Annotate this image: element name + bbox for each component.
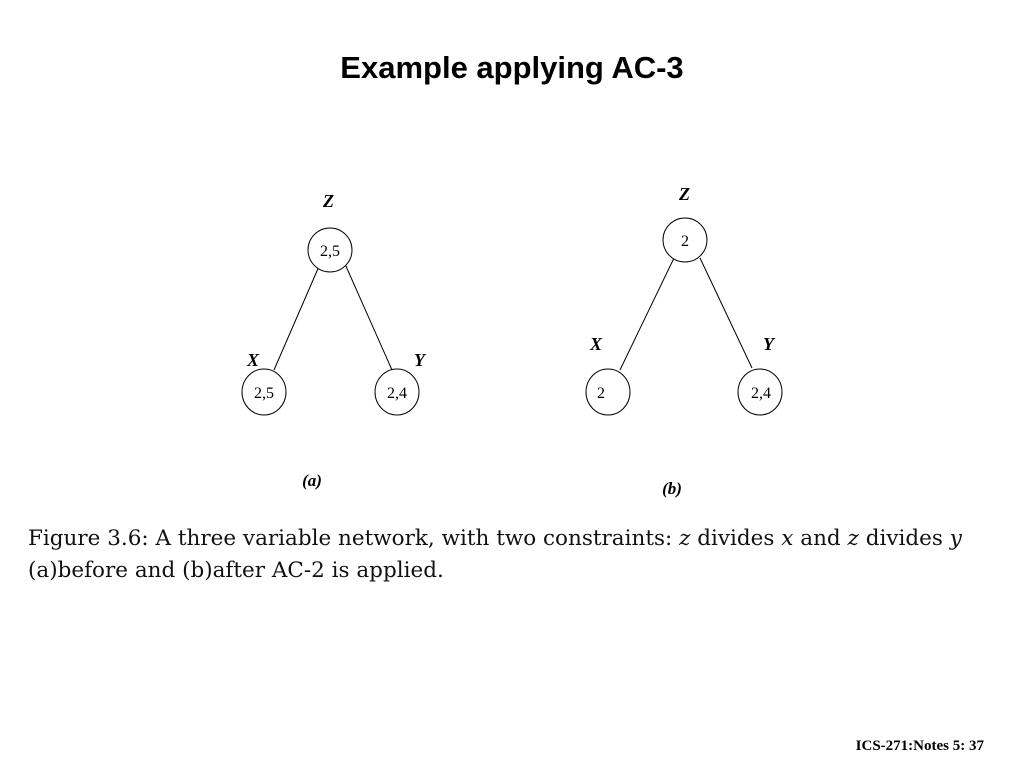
edge-z-y-a [344, 263, 393, 371]
var-label-x-b: X [589, 334, 603, 354]
node-z-b [662, 217, 708, 263]
figure-caption: Figure 3.6: A three variable network, wi… [28, 523, 1008, 587]
caption-text-4: divides [858, 526, 950, 551]
node-y-a-domain: 2,4 [387, 385, 407, 402]
node-x-a [241, 368, 287, 416]
caption-text-1: A three variable network, with two const… [148, 526, 680, 551]
caption-figure-number: Figure 3.6: [28, 526, 149, 551]
var-label-y-a: Y [414, 350, 427, 370]
caption-line-2: (a)before and (b)after AC-2 is applied. [28, 558, 444, 583]
caption-text-3: and [793, 526, 848, 551]
edge-z-y-b [699, 257, 753, 369]
panel-label-a: (a) [302, 471, 322, 490]
var-label-z-a: Z [322, 191, 334, 211]
caption-text-2: divides [690, 526, 782, 551]
var-label-y-b: Y [763, 334, 776, 354]
caption-var-z-2: z [847, 526, 859, 551]
caption-var-x: x [781, 526, 794, 551]
caption-var-y: y [949, 526, 962, 551]
node-y-b-domain: 2,4 [751, 385, 771, 402]
caption-var-z-1: z [679, 526, 691, 551]
slide-title: Example applying AC-3 [340, 50, 684, 85]
node-z-a [307, 227, 353, 273]
node-y-a [374, 368, 420, 416]
panel-label-b: (b) [662, 479, 682, 498]
node-x-a-domain: 2,5 [254, 385, 274, 402]
node-z-a-domain: 2,5 [320, 243, 340, 260]
panel-a: Z 2,5 X 2,5 Y 2,4 (a) [241, 191, 427, 490]
var-label-x-a: X [246, 350, 260, 370]
node-x-b-domain: 2 [597, 385, 605, 402]
slide-footer: ICS-271:Notes 5: 37 [855, 738, 984, 754]
node-y-b [737, 368, 783, 416]
edge-z-x-b [619, 257, 675, 371]
edge-z-x-a [273, 263, 321, 371]
constraint-network-figure: Z 2,5 X 2,5 Y 2,4 (a) Z 2 X 2 Y 2,4 (b) [241, 184, 783, 498]
node-z-b-domain: 2 [681, 233, 689, 250]
node-x-b [585, 368, 631, 416]
var-label-z-b: Z [678, 184, 690, 204]
panel-b: Z 2 X 2 Y 2,4 (b) [585, 184, 783, 498]
